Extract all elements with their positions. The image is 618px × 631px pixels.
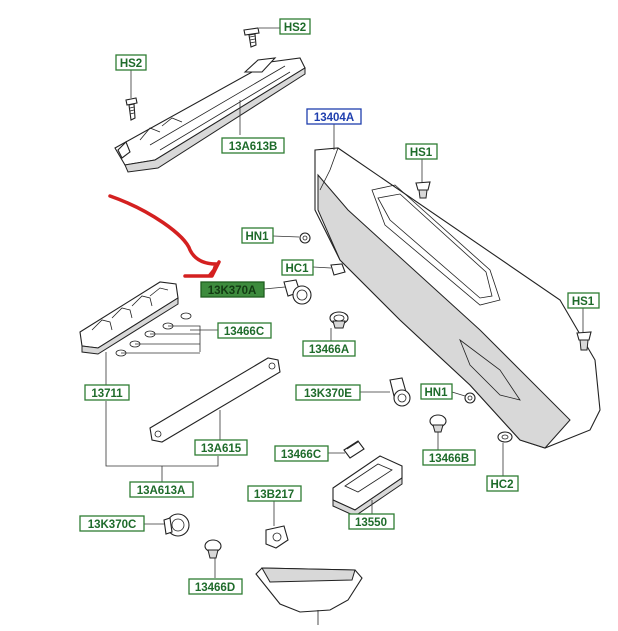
socket-13k370a [263,279,312,305]
svg-text:13466D: 13466D [195,582,235,594]
label-13k370e: 13K370E [295,384,361,401]
svg-text:HN1: HN1 [424,387,448,399]
svg-text:HS2: HS2 [120,58,142,70]
fastener-hs1-right [576,308,592,351]
nut-hn1-mid [451,391,476,404]
housing-13a613b [114,57,306,173]
label-hc2: HC2 [486,475,519,492]
lamp-bar-13711 [79,281,218,385]
svg-text:13K370E: 13K370E [304,388,352,400]
annotation-arrow [108,194,221,278]
label-13a613a: 13A613A [129,481,194,498]
svg-text:HS1: HS1 [410,147,433,159]
svg-text:13404A: 13404A [314,112,354,124]
lamp-lens-bottom [255,567,363,625]
socket-13k370e [360,377,411,407]
svg-text:13466C: 13466C [224,326,264,338]
label-13711: 13711 [84,384,130,401]
label-hs2-left: HS2 [115,54,147,71]
label-13404a: 13404A [306,108,362,125]
label-hn1-left: HN1 [241,227,274,244]
clip-hc2 [497,431,513,476]
svg-text:HS2: HS2 [284,22,306,34]
svg-text:13711: 13711 [91,388,123,400]
svg-text:13B217: 13B217 [254,489,294,501]
label-13b217: 13B217 [247,485,302,502]
svg-text:HC1: HC1 [285,263,309,275]
label-hs1-top: HS1 [405,143,438,160]
holder-13b217 [265,500,289,549]
label-13550: 13550 [348,513,395,530]
label-13466d: 13466D [188,578,243,595]
lamp-13550 [332,455,403,517]
svg-text:13A613B: 13A613B [229,141,278,153]
svg-text:13A615: 13A615 [201,443,242,455]
label-hn1-mid: HN1 [420,383,453,400]
spoiler-13404a [314,124,601,449]
label-13466c-mid: 13466C [274,445,329,462]
label-13466b: 13466B [422,449,476,466]
label-13a613b: 13A613B [221,137,285,154]
svg-text:HC2: HC2 [490,479,513,491]
lens-13a615 [149,357,281,443]
svg-text:13A613A: 13A613A [137,485,186,497]
socket-13k370c [144,513,190,537]
svg-text:13466B: 13466B [429,453,469,465]
svg-text:HS1: HS1 [572,296,595,308]
nut-hn1-left [272,232,311,244]
label-hs2-top: HS2 [279,18,311,35]
svg-text:13466A: 13466A [309,344,349,356]
svg-text:13466C: 13466C [281,449,321,461]
bulb-13466c-mid [328,440,365,459]
svg-text:HN1: HN1 [245,231,269,243]
bracket-13a613a [105,401,219,482]
label-13a615: 13A615 [194,439,248,456]
clip-hc1 [312,263,346,276]
label-hc1: HC1 [281,259,314,276]
svg-text:13K370A: 13K370A [208,285,257,297]
label-13k370c: 13K370C [79,515,145,532]
label-13k370a-highlighted: 13K370A [200,281,265,298]
screw-hs2-left [125,70,138,121]
bulb-13466a [329,311,349,341]
label-13466c-left: 13466C [217,322,272,339]
screw-hs2-top [243,27,280,48]
bulb-13466b [429,414,447,450]
label-hs1-right: HS1 [567,292,600,309]
bulb-13466d [204,539,222,578]
fastener-hs1-top [415,158,431,199]
label-13466a: 13466A [302,340,356,357]
svg-text:13K370C: 13K370C [88,519,137,531]
svg-text:13550: 13550 [355,517,387,529]
